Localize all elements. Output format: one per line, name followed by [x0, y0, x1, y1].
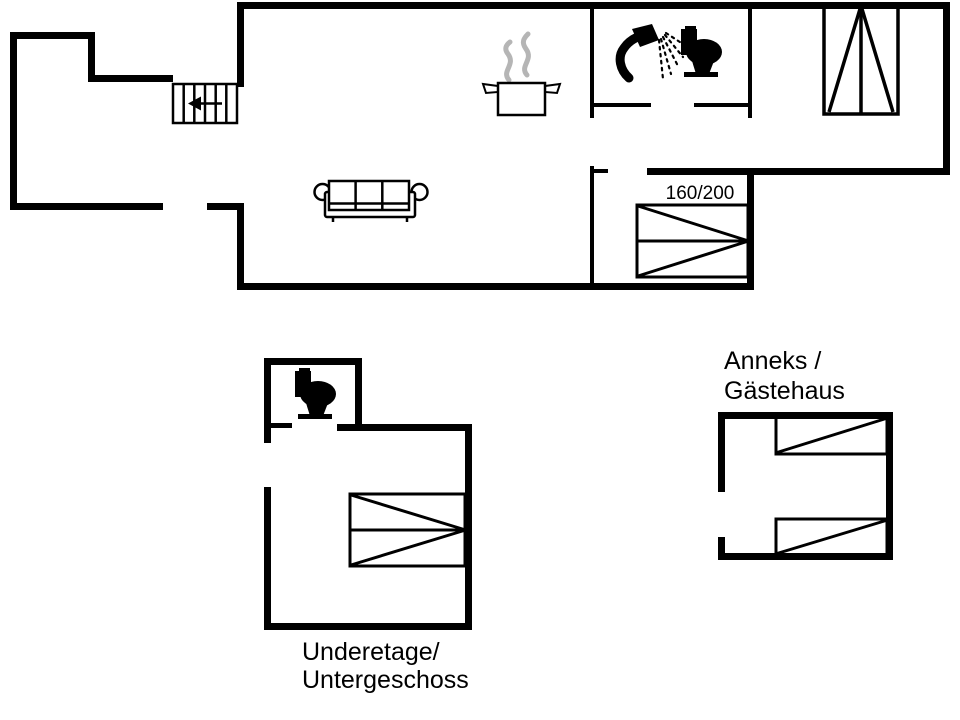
annex-walls [718, 412, 893, 560]
wall-segment [237, 2, 950, 9]
wall-segment [465, 424, 472, 630]
shower-spray [663, 33, 685, 59]
main-floor-plan: 160/200 [10, 2, 950, 290]
main-floor-walls [10, 2, 950, 290]
bed-size-label: 160/200 [666, 183, 735, 204]
wall-segment [590, 166, 594, 287]
bed-outline [774, 517, 889, 557]
shower-spray [657, 38, 665, 81]
wall-segment [237, 203, 244, 290]
bed-duvet-line [776, 519, 887, 555]
bed-duvet-line [350, 493, 465, 531]
steam-wisp [503, 39, 513, 83]
wardrobe-icon [822, 5, 900, 116]
wall-segment [718, 412, 725, 492]
wall-segment [271, 423, 292, 428]
annex-label-line1: Anneks / [724, 347, 821, 375]
shower-head [632, 24, 659, 47]
basement-walls [264, 358, 472, 630]
wardrobe-door-line [827, 8, 862, 113]
wall-segment [264, 358, 362, 365]
wardrobe-door-line [860, 8, 895, 113]
bed-outline [774, 414, 889, 456]
wall-segment [88, 75, 173, 82]
bed-duvet-line [637, 204, 748, 242]
basement-double-bed-icon [348, 492, 467, 568]
wall-segment [694, 103, 752, 107]
pot-body [496, 81, 547, 117]
basement-label-line1: Underetage/ [302, 638, 440, 666]
basement-label-line2: Untergeschoss [302, 666, 469, 694]
sofa-cushions [327, 179, 411, 212]
shower-icon [615, 24, 688, 83]
annex-label-line2: Gästehaus [724, 377, 845, 405]
annex-single-bed-bottom-icon [774, 517, 889, 557]
shower-spray [661, 35, 680, 68]
wall-segment [10, 203, 163, 210]
wall-segment [237, 2, 244, 87]
wall-segment [647, 168, 754, 175]
wall-segment [10, 32, 17, 210]
wall-segment [590, 103, 651, 107]
bed-duvet-line [350, 529, 465, 567]
wall-segment [590, 9, 594, 118]
wall-segment [355, 358, 362, 431]
toilet-icon [681, 26, 722, 77]
shower-spray [659, 37, 673, 76]
wall-segment [747, 168, 754, 290]
steam-wisp [520, 31, 531, 78]
wall-segment [718, 537, 725, 560]
wall-segment [748, 9, 752, 118]
wall-segment [237, 283, 754, 290]
wall-segment [264, 487, 271, 630]
shower-hose-handle [615, 30, 647, 83]
basement-toilet-icon [295, 368, 336, 419]
annex-label: Anneks / Gästehaus [724, 347, 845, 405]
pot-handle [481, 82, 499, 95]
wall-segment [207, 203, 244, 210]
stairs-icon [171, 82, 239, 125]
annex-plan: Anneks / Gästehaus [718, 347, 893, 560]
cooking-pot-icon [481, 31, 562, 117]
wall-segment [747, 168, 950, 175]
basement-plan: Underetage/ Untergeschoss [264, 358, 472, 694]
wall-segment [886, 412, 893, 560]
bed-duvet-line [637, 240, 748, 278]
wall-segment [88, 32, 95, 82]
pot-handle [544, 82, 562, 95]
wall-segment [264, 358, 271, 443]
bed-duvet-line [776, 417, 887, 454]
wall-segment [10, 32, 92, 39]
sofa-icon [313, 179, 429, 222]
wall-segment [337, 424, 472, 431]
wall-segment [590, 169, 608, 173]
basement-label: Underetage/ Untergeschoss [302, 638, 469, 694]
annex-single-bed-top-icon [774, 414, 889, 456]
wall-segment [264, 623, 472, 630]
wall-segment [943, 2, 950, 175]
stairs-arrow-icon [188, 96, 201, 111]
double-bed-icon [635, 203, 750, 279]
